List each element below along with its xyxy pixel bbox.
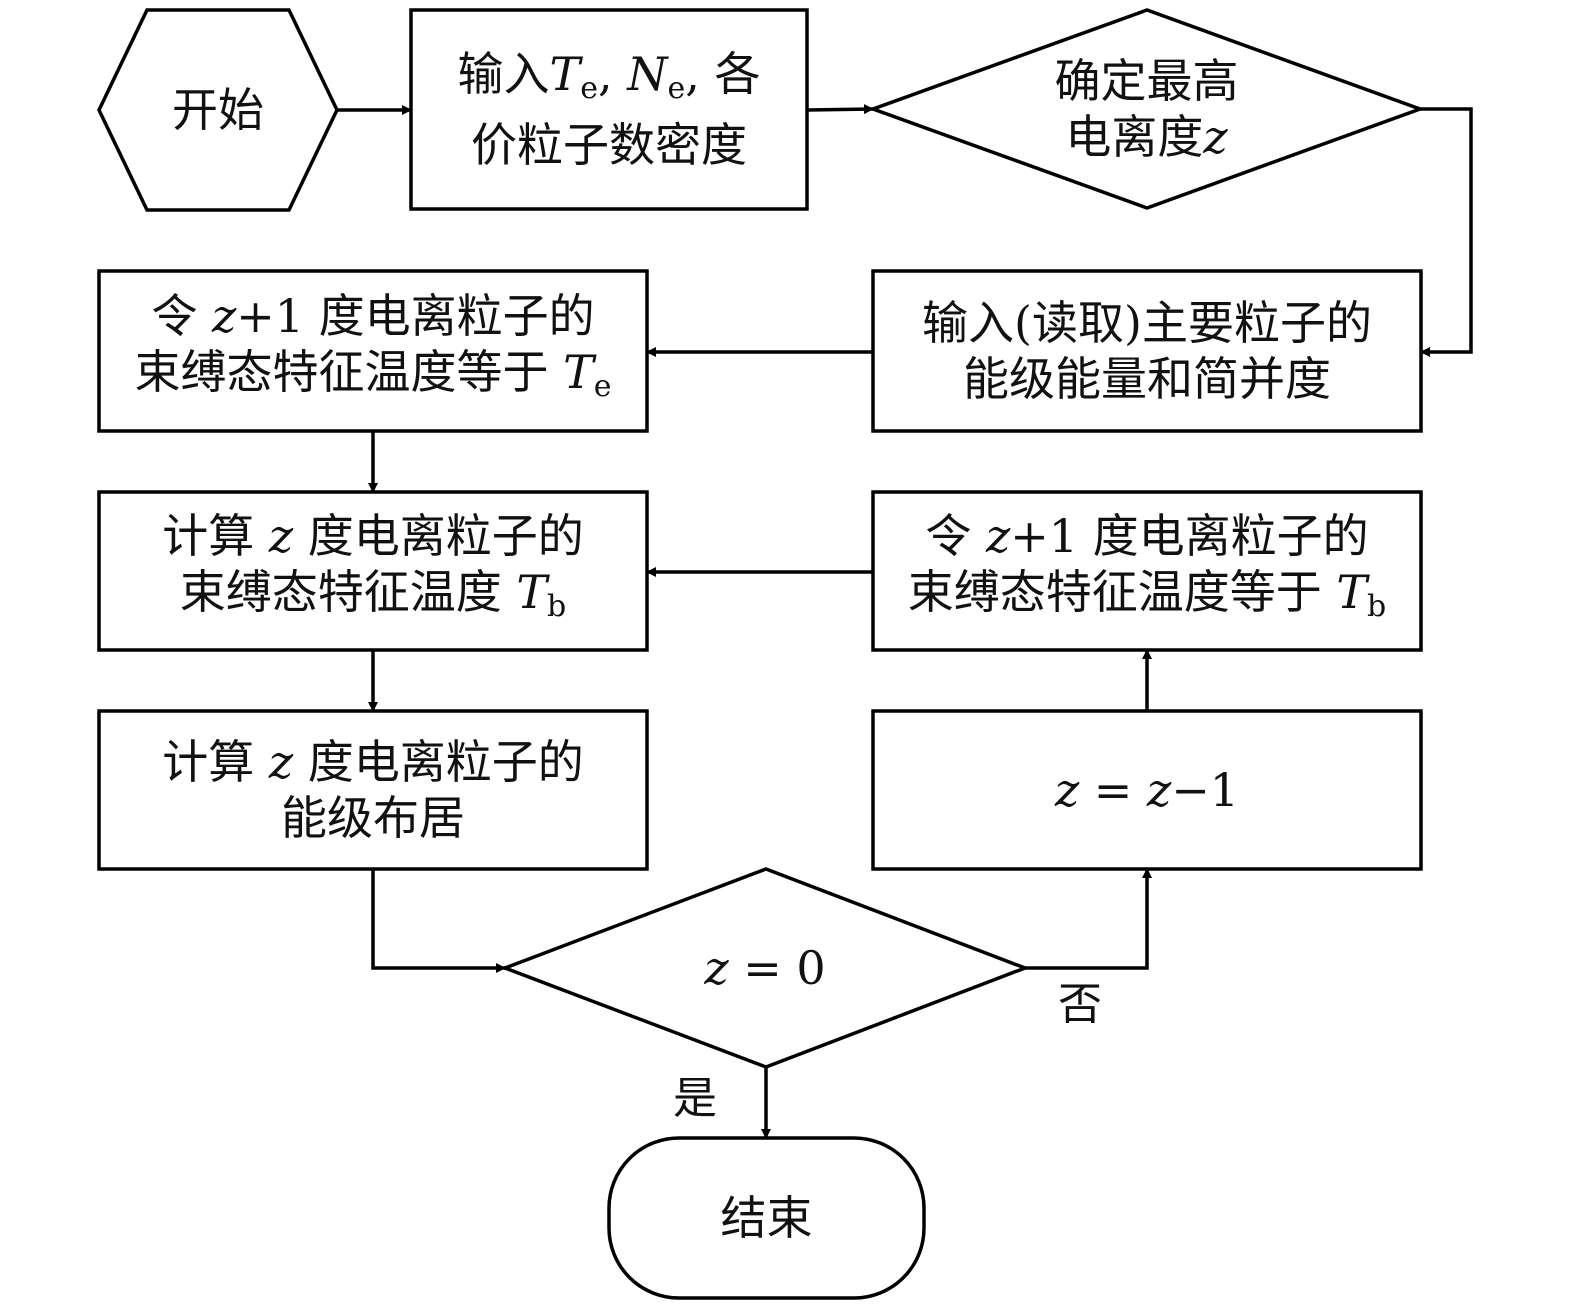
decision-label: z = 0 [505, 869, 1025, 1067]
max-ionization-label: 确定最高 电离度z [873, 10, 1420, 208]
z-symbol: z [268, 735, 294, 789]
set-temp-tb-line1: 令 z+1 度电离粒子的 [925, 508, 1368, 564]
calc-population-text-a: 计算 [162, 735, 269, 789]
z-symbol: z [985, 508, 1011, 563]
set-temp-tb-text-a: 令 [925, 508, 986, 563]
set-temp-te-line2: 束缚态特征温度等于 Te [134, 344, 611, 415]
z-symbol: z [1054, 763, 1080, 817]
calc-tb-label: 计算 z 度电离粒子的 束缚态特征温度 Tb [99, 492, 647, 650]
arrow-decision-no-to-decrement [1025, 868, 1152, 970]
set-temp-tb-text-c: 束缚态特征温度等于 [907, 564, 1337, 619]
temperature-subscript: e [593, 368, 612, 404]
decrement-expression: z = z−1 [1055, 762, 1239, 818]
decision-condition: = 0 [728, 941, 826, 995]
input-params-line1: 输入Te, Ne, 各 [458, 46, 761, 117]
temperature-subscript: b [547, 588, 567, 624]
calc-population-line1: 计算 z 度电离粒子的 [162, 734, 584, 790]
decision-expression: z = 0 [704, 940, 825, 996]
max-ionization-line1: 确定最高 [1054, 54, 1239, 108]
start-label: 开始 [99, 10, 337, 210]
max-ionization-line2: 电离度z [1065, 109, 1227, 165]
arrow-population-to-decision [371, 869, 506, 973]
read-levels-label: 输入(读取)主要粒子的 能级能量和简并度 [873, 271, 1421, 431]
calc-tb-text-a: 计算 [162, 508, 269, 563]
read-levels-line1: 输入(读取)主要粒子的 [922, 296, 1372, 350]
edge-label-no: 否 [1058, 979, 1102, 1030]
calc-tb-line2: 束缚态特征温度 Tb [180, 564, 567, 635]
minus-one: −1 [1171, 763, 1240, 817]
input-params-text: 输入 [457, 47, 550, 101]
set-temp-te-text-a: 令 [151, 288, 212, 343]
input-params-text-tail: , 各 [685, 47, 761, 101]
input-params-label: 输入Te, Ne, 各 价粒子数密度 [411, 10, 807, 209]
read-levels-line2: 能级能量和简并度 [963, 352, 1331, 406]
arrow-input-to-max [806, 104, 874, 115]
arrow-max-to-read [1420, 107, 1473, 357]
decrement-label: z = z−1 [873, 711, 1421, 869]
set-temp-tb-line2: 束缚态特征温度等于 Tb [908, 564, 1387, 635]
temperature-symbol: T [563, 344, 594, 399]
calc-tb-line1: 计算 z 度电离粒子的 [162, 508, 584, 564]
z-symbol: z [211, 288, 237, 343]
set-temp-te-text-c: 束缚态特征温度等于 [134, 344, 564, 399]
temperature-subscript: e [580, 71, 598, 106]
set-temp-te-text-b: +1 度电离粒子的 [236, 288, 595, 343]
separator: , [597, 47, 628, 101]
calc-population-text-b: 度电离粒子的 [293, 735, 584, 789]
calc-tb-text-c: 束缚态特征温度 [179, 564, 517, 619]
z-symbol: z [268, 508, 294, 563]
edge-label-yes: 是 [673, 1073, 717, 1124]
set-temp-te-label: 令 z+1 度电离粒子的 束缚态特征温度等于 Te [99, 271, 647, 431]
z-symbol: z [704, 941, 729, 995]
start-text: 开始 [172, 83, 264, 137]
set-temp-te-line1: 令 z+1 度电离粒子的 [151, 288, 594, 344]
calc-population-label: 计算 z 度电离粒子的 能级布居 [99, 711, 647, 869]
max-ionization-text: 电离度 [1065, 110, 1204, 164]
temperature-subscript: b [1367, 588, 1387, 624]
calc-population-line2: 能级布居 [281, 791, 465, 845]
z-symbol: z [1203, 110, 1228, 164]
density-subscript: e [667, 71, 686, 106]
equals-sign: = [1079, 763, 1147, 817]
end-label: 结束 [609, 1138, 924, 1298]
set-temp-tb-label: 令 z+1 度电离粒子的 束缚态特征温度等于 Tb [873, 492, 1421, 650]
temperature-symbol: T [549, 47, 581, 101]
z-symbol: z [1146, 763, 1172, 817]
temperature-symbol: T [1336, 564, 1368, 619]
end-text: 结束 [720, 1191, 813, 1245]
temperature-symbol: T [516, 564, 548, 619]
set-temp-tb-text-b: +1 度电离粒子的 [1010, 508, 1369, 563]
input-params-line2: 价粒子数密度 [471, 118, 747, 172]
calc-tb-text-b: 度电离粒子的 [293, 508, 584, 563]
density-symbol: N [627, 47, 668, 101]
